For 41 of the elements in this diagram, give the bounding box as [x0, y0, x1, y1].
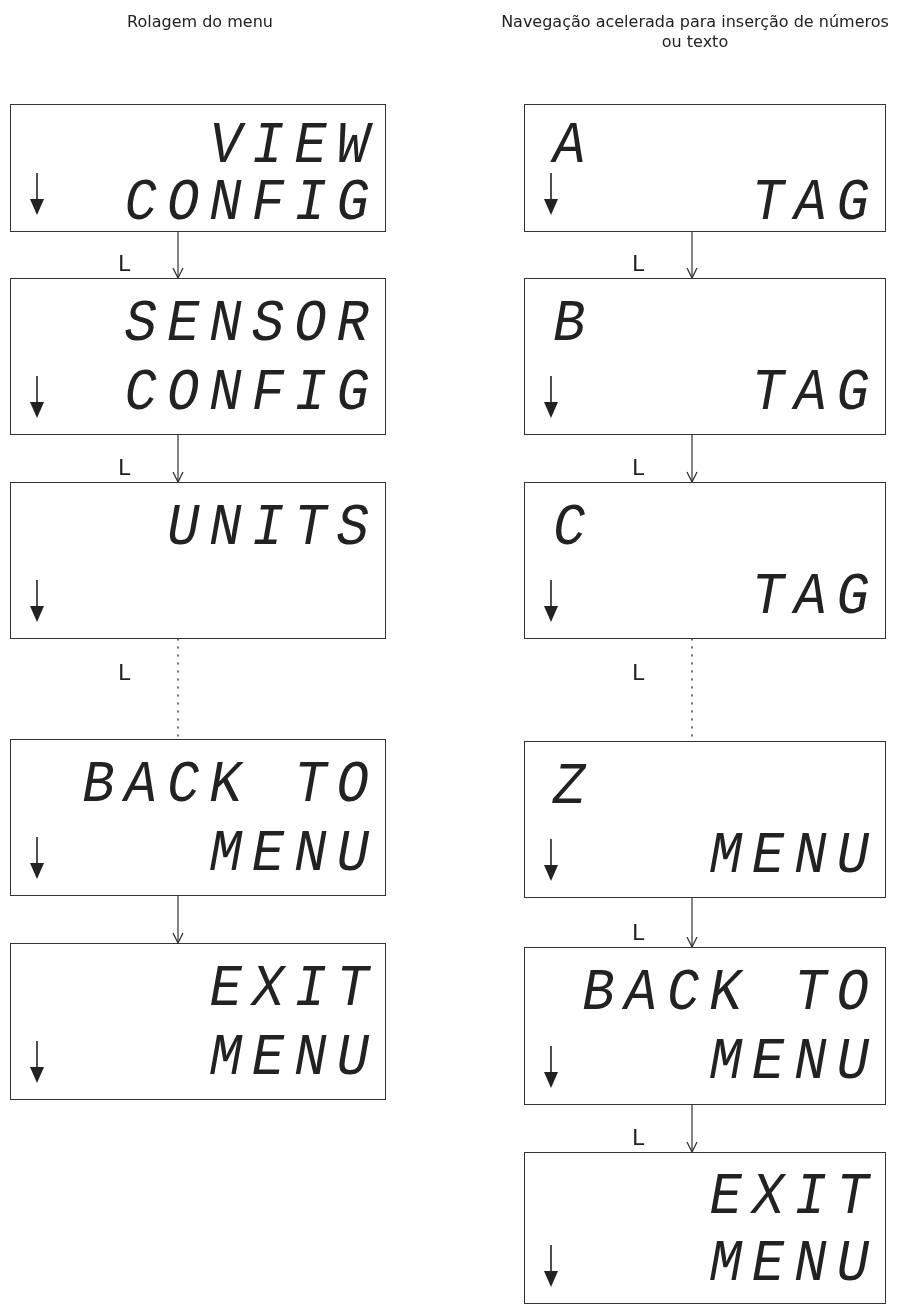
lcd-text: B [553, 295, 596, 355]
lcd-text: MENU [709, 827, 879, 887]
lcd-display-box [524, 278, 886, 435]
lcd-text: EXIT [209, 960, 379, 1020]
lcd-text: VIEW [209, 117, 379, 177]
lcd-text: TAG [751, 174, 879, 234]
lcd-text: CONFIG [124, 364, 379, 424]
column-heading: Navegação acelerada para inserção de números ou texto [500, 12, 890, 52]
lcd-display-box [524, 741, 886, 898]
lcd-text: MENU [209, 825, 379, 885]
lcd-display-box [524, 1152, 886, 1304]
arrow [686, 434, 698, 483]
lcd-text: MENU [709, 1235, 879, 1295]
lcd-display-box [524, 947, 886, 1105]
lcd-text: TAG [751, 568, 879, 628]
arrow [686, 231, 698, 279]
arrow [686, 1104, 698, 1153]
arrow [172, 434, 184, 483]
arrow [172, 895, 184, 944]
lcd-text: CONFIG [124, 174, 379, 234]
lcd-display-box [10, 104, 386, 232]
lcd-text: TAG [751, 364, 879, 424]
lcd-text: BACK TO [82, 756, 379, 816]
lcd-text: EXIT [709, 1168, 879, 1228]
column-heading: Rolagem do menu [126, 12, 274, 32]
lcd-text: MENU [709, 1033, 879, 1093]
lcd-display-box [524, 104, 886, 232]
lcd-display-box [10, 943, 386, 1100]
lcd-display-box [10, 739, 386, 896]
arrow [172, 231, 184, 279]
lcd-display-box [524, 482, 886, 639]
lcd-text: MENU [209, 1029, 379, 1089]
lcd-text: BACK TO [582, 964, 879, 1024]
lcd-display-box [10, 482, 386, 639]
lcd-display-box [10, 278, 386, 435]
lcd-text: SENSOR [124, 295, 379, 355]
dotted-connector [177, 638, 179, 740]
arrow [686, 897, 698, 948]
lcd-text: UNITS [166, 499, 379, 559]
lcd-text: C [553, 499, 596, 559]
lcd-text: Z [553, 758, 596, 818]
